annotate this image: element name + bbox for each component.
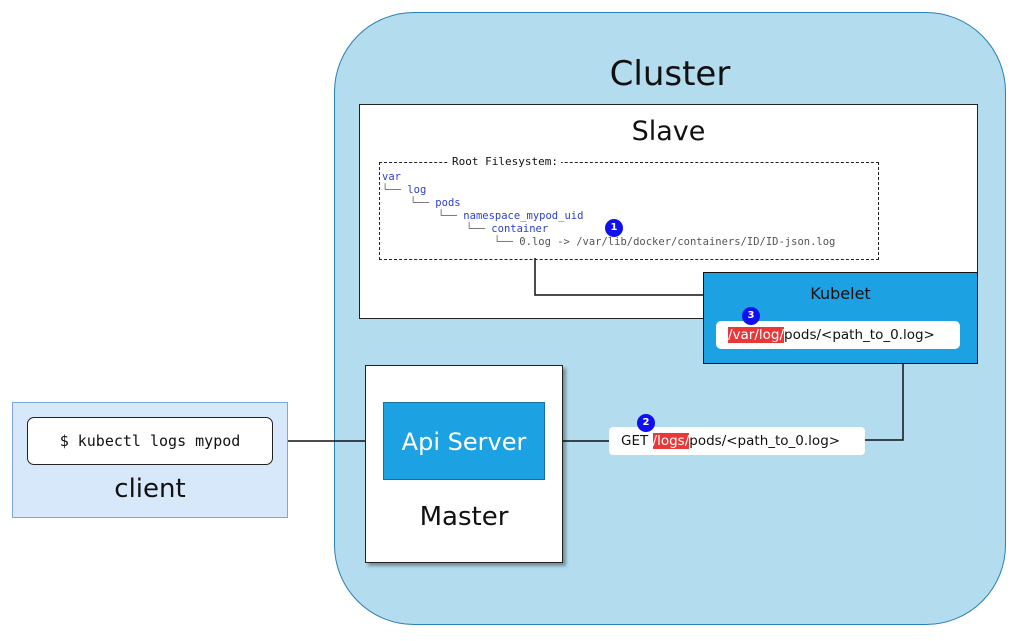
master-title: Master xyxy=(419,502,509,532)
tree-file-log: 0.log xyxy=(519,236,551,248)
client-title: client xyxy=(114,474,186,504)
tree-symlink-target: -> /var/lib/docker/containers/ID/ID-json… xyxy=(557,236,836,248)
request-path-highlight: /logs/ xyxy=(652,433,690,449)
root-filesystem-box xyxy=(379,162,879,260)
kubelet-path-highlight: /var/log/ xyxy=(728,327,785,343)
cluster-title: Cluster xyxy=(609,54,731,94)
tree-row-container: └── container xyxy=(466,223,548,236)
tree-branch: └── xyxy=(466,223,485,235)
line-kubelet-to-request xyxy=(865,364,904,441)
step-badge-1: 1 xyxy=(605,219,623,237)
root-filesystem-label: Root Filesystem: xyxy=(449,155,561,168)
tree-branch: └── xyxy=(410,197,429,209)
api-server-box: Api Server xyxy=(383,402,545,480)
line-log-to-kubelet xyxy=(534,258,703,296)
get-request-label: GET /logs/pods/<path_to_0.log> xyxy=(609,427,865,455)
step-badge-2: 2 xyxy=(637,414,655,432)
tree-dir-pod-uid: namespace_mypod_uid xyxy=(463,210,584,222)
tree-row-pod-uid: └── namespace_mypod_uid xyxy=(438,210,583,223)
kubelet-title: Kubelet xyxy=(810,284,871,303)
tree-dir-log: log xyxy=(407,184,427,196)
slave-title: Slave xyxy=(631,116,706,147)
tree-branch: └── xyxy=(382,184,401,196)
tree-branch: └── xyxy=(494,236,513,248)
request-path-rest: pods/<path_to_0.log> xyxy=(689,433,841,449)
tree-dir-container: container xyxy=(491,223,549,235)
kubelet-path-rest: pods/<path_to_0.log> xyxy=(784,327,935,343)
tree-row-log: └── log xyxy=(382,184,426,197)
tree-branch: └── xyxy=(438,210,457,222)
step-badge-3: 3 xyxy=(742,307,760,325)
tree-row-log-file: └── 0.log -> /var/lib/docker/containers/… xyxy=(494,236,835,249)
kubectl-command: $ kubectl logs mypod xyxy=(27,417,273,465)
kubelet-log-path: /var/log/pods/<path_to_0.log> xyxy=(716,321,960,349)
tree-dir-pods: pods xyxy=(435,197,461,209)
tree-dir-var: var xyxy=(382,171,401,183)
tree-row-var: var xyxy=(382,171,401,184)
request-method: GET xyxy=(621,433,649,449)
tree-row-pods: └── pods xyxy=(410,197,461,210)
